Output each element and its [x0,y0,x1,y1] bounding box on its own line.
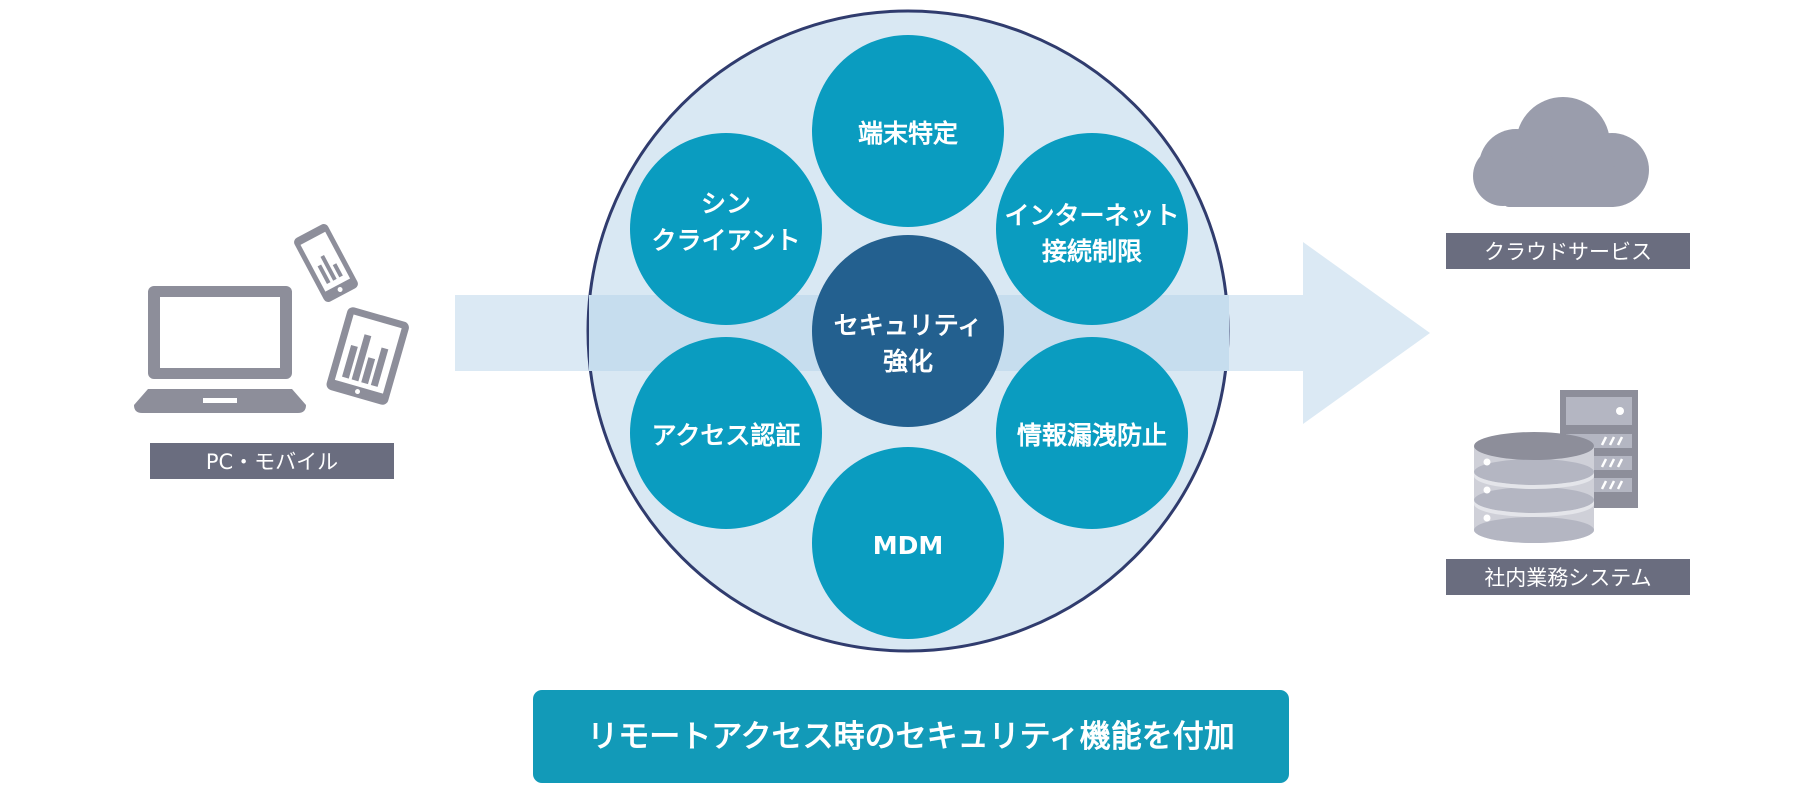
node-bottom-right-label: 情報漏洩防止 [1017,421,1167,450]
node-top-left[interactable]: シン クライアント [630,133,822,325]
internal-system-label: 社内業務システム [1446,559,1690,595]
node-top-label: 端末特定 [858,119,958,148]
node-top-right[interactable]: インターネット 接続制限 [996,133,1188,325]
node-top-right-label-1: インターネット [1004,201,1179,230]
node-top-right-label-2: 接続制限 [1042,237,1142,266]
node-center-label-2: 強化 [883,347,933,376]
cloud-service-label-text: クラウドサービス [1484,240,1652,264]
node-bottom-left-label: アクセス認証 [652,421,801,450]
laptop-icon [134,286,306,413]
internal-system-label-text: 社内業務システム [1484,566,1651,590]
server-icon [1474,390,1638,543]
node-bottom-right[interactable]: 情報漏洩防止 [996,337,1188,529]
node-top-left-label-1: シン [701,189,751,218]
summary-banner-text: リモートアクセス時のセキュリティ機能を付加 [587,719,1235,755]
node-bottom-label: MDM [873,531,944,560]
cloud-service-label: クラウドサービス [1446,233,1690,269]
node-bottom-left[interactable]: アクセス認証 [630,337,822,529]
node-bottom[interactable]: MDM [812,447,1004,639]
tablet-icon [326,307,409,405]
node-top[interactable]: 端末特定 [812,35,1004,227]
summary-banner: リモートアクセス時のセキュリティ機能を付加 [533,690,1289,783]
left-device-label-text: PC・モバイル [206,450,338,474]
node-center[interactable]: セキュリティ 強化 [812,235,1004,427]
node-center-label-1: セキュリティ [834,311,983,340]
left-device-label: PC・モバイル [150,443,394,479]
node-top-left-label-2: クライアント [651,226,800,255]
smartphone-icon [294,224,358,302]
cloud-icon [1473,97,1649,207]
